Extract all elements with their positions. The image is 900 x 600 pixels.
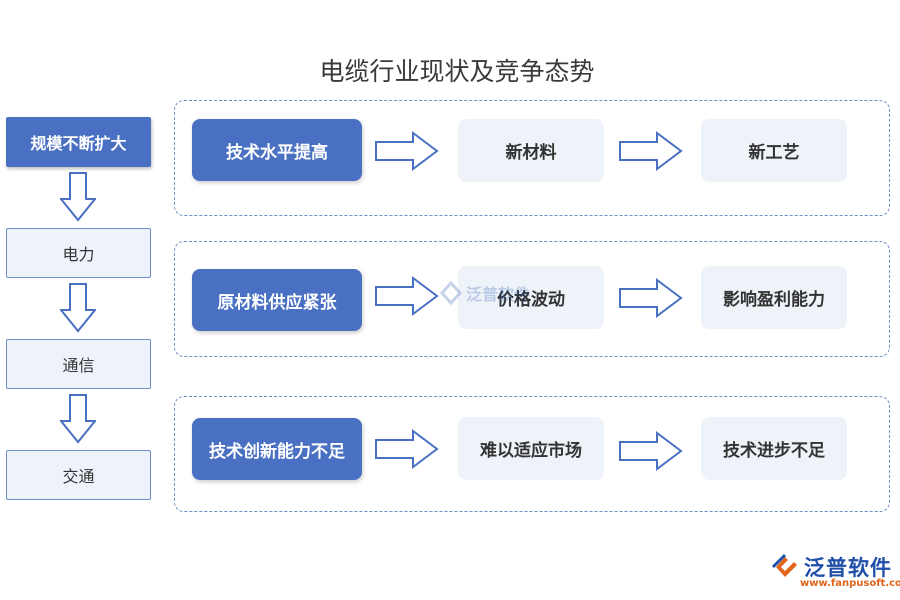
effect-box-2-2: 影响盈利能力 — [701, 266, 847, 329]
group-row-2 — [174, 241, 890, 357]
logo-mark-icon — [771, 553, 797, 577]
effect-box-3-1: 难以适应市场 — [458, 417, 604, 480]
group-row-1 — [174, 100, 890, 216]
cause-box-3: 技术创新能力不足 — [192, 418, 362, 480]
cause-box-2: 原材料供应紧张 — [192, 269, 362, 331]
left-box-power: 电力 — [6, 228, 151, 278]
cause-box-1: 技术水平提高 — [192, 119, 362, 181]
effect-box-1-1: 新材料 — [458, 119, 604, 182]
left-box-telecom: 通信 — [6, 339, 151, 389]
right-arrow-icon — [619, 278, 683, 318]
down-arrow-icon — [60, 283, 96, 333]
right-arrow-icon — [375, 131, 439, 171]
watermark: 泛普软件 — [438, 280, 530, 306]
right-arrow-icon — [619, 131, 683, 171]
diagram-title: 电缆行业现状及竞争态势 — [319, 57, 595, 86]
right-arrow-icon — [375, 429, 439, 469]
logo-name: 泛普软件 — [804, 556, 892, 580]
left-box-transport: 交通 — [6, 450, 151, 500]
brand-logo: 泛普软件 — [770, 552, 892, 582]
left-box-scale: 规模不断扩大 — [6, 117, 151, 167]
right-arrow-icon — [375, 276, 439, 316]
right-arrow-icon — [619, 431, 683, 471]
group-row-3 — [174, 396, 890, 512]
down-arrow-icon — [60, 172, 96, 222]
effect-box-1-2: 新工艺 — [701, 119, 847, 182]
watermark-text: 泛普软件 — [466, 285, 531, 304]
effect-box-2-1: 价格波动 — [458, 266, 604, 329]
logo-url: www.fanpusoft.com — [800, 578, 900, 589]
logo-mark-icon — [439, 280, 463, 306]
down-arrow-icon — [60, 394, 96, 444]
effect-box-3-2: 技术进步不足 — [701, 417, 847, 480]
